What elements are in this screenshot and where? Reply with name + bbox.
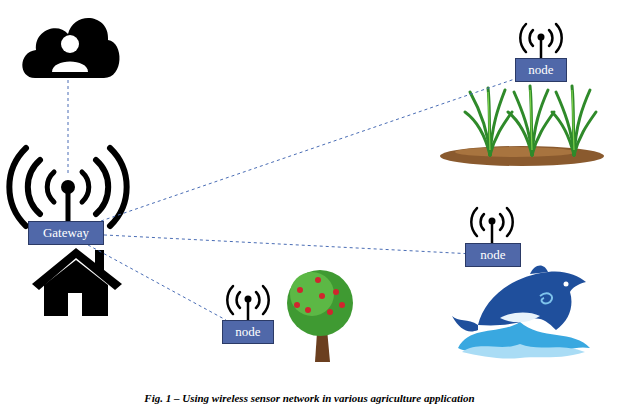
wireless-link [88,245,226,320]
sensor-node-box: node [222,320,274,344]
node-label: node [528,63,553,77]
node-antenna [227,24,561,320]
tree-icon [287,270,353,362]
gateway-box: Gateway [28,221,104,245]
wireless-link [101,79,515,221]
antenna-ball [61,180,75,194]
figure-caption: Fig. 1 – Using wireless sensor network i… [0,392,619,404]
crop-field [440,86,604,166]
antenna-tower [9,148,126,226]
node-label: Gateway [43,226,89,240]
node-label: node [480,248,505,262]
sensor-node-box: node [465,243,521,267]
cloud-user-icon [22,18,119,78]
cloud-link [68,80,69,176]
fish-icon [452,265,590,358]
wireless-link [104,235,465,254]
sensor-node-box: node [515,58,567,82]
node-label: node [235,325,260,339]
house-icon [32,248,122,316]
